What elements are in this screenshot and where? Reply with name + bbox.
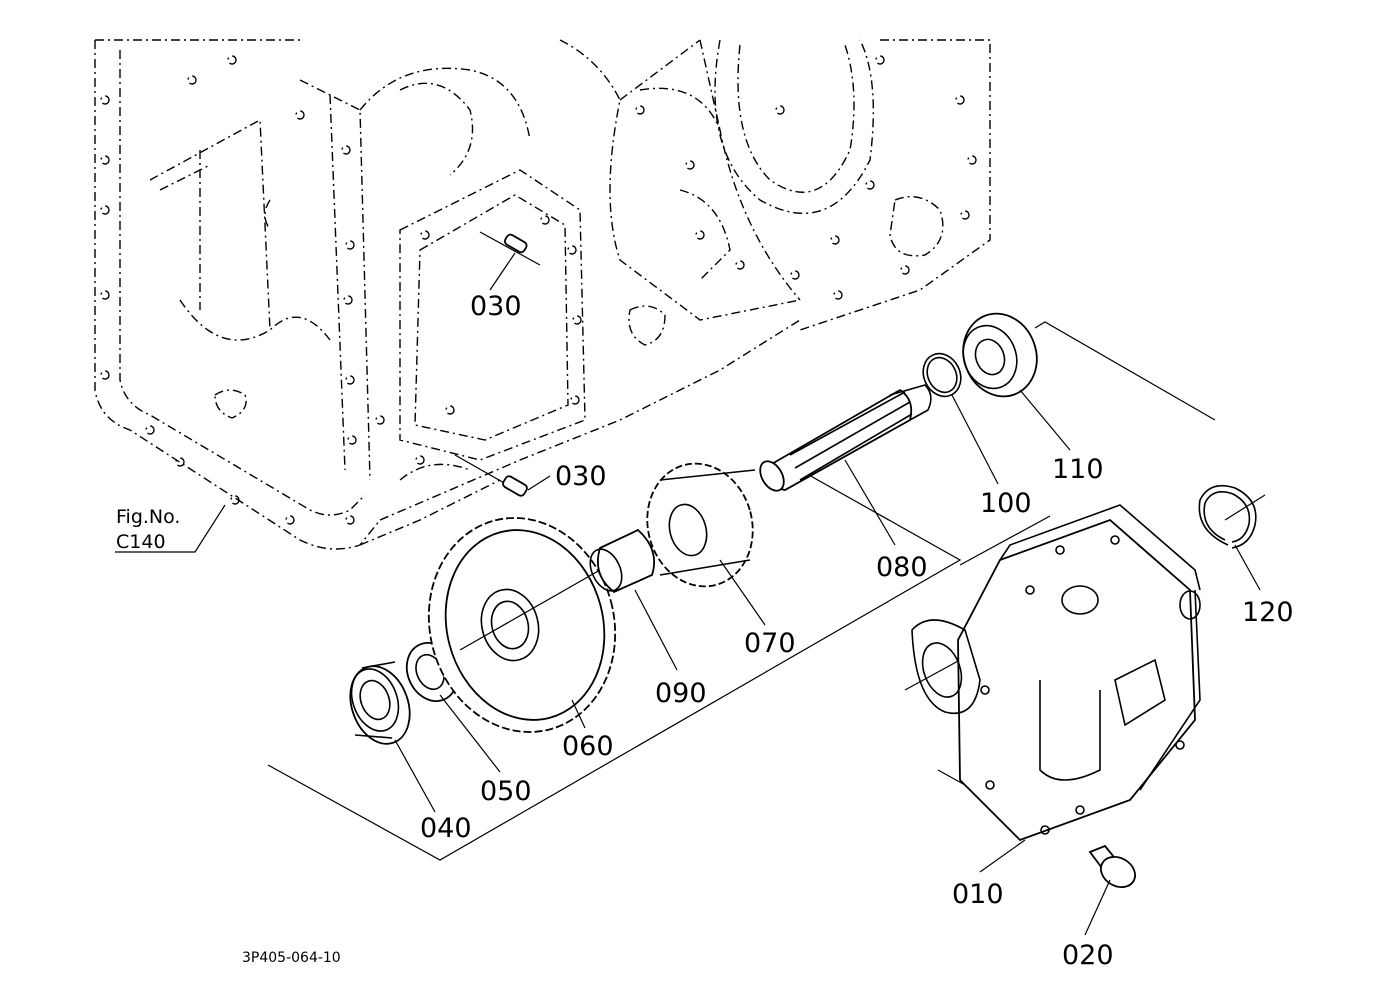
callout-040: 040 bbox=[420, 813, 472, 844]
callout-050: 050 bbox=[480, 776, 532, 807]
callout-010: 010 bbox=[952, 879, 1004, 910]
callout-100: 100 bbox=[980, 488, 1032, 519]
ball-bearing-110 bbox=[962, 312, 1038, 398]
callout-030-lower: 030 bbox=[555, 461, 607, 492]
collar-090 bbox=[589, 528, 656, 594]
callout-labels: 030 030 040 050 060 070 080 090 100 110 … bbox=[116, 291, 1294, 971]
transmission-case-outline bbox=[94, 39, 991, 550]
gear-070 bbox=[646, 462, 756, 588]
ref-fig-label: Fig.No. bbox=[116, 506, 180, 528]
snap-ring-100 bbox=[922, 352, 962, 398]
pin-030-lower bbox=[454, 454, 528, 497]
ball-bearing-040 bbox=[349, 661, 411, 745]
drawing-code: 3P405-064-10 bbox=[242, 950, 341, 966]
pin-030-upper bbox=[479, 231, 541, 266]
callout-020: 020 bbox=[1062, 940, 1114, 971]
gear-060 bbox=[427, 517, 617, 733]
snap-ring-120 bbox=[1198, 484, 1257, 549]
gear-housing-010 bbox=[911, 504, 1201, 842]
callout-120: 120 bbox=[1242, 597, 1294, 628]
callout-110: 110 bbox=[1052, 454, 1104, 485]
callout-070: 070 bbox=[744, 628, 796, 659]
callout-090: 090 bbox=[655, 678, 707, 709]
callout-080: 080 bbox=[876, 552, 928, 583]
drain-plug-020 bbox=[1088, 844, 1136, 888]
callout-060: 060 bbox=[562, 731, 614, 762]
callout-030-upper: 030 bbox=[470, 291, 522, 322]
assembly-bracket bbox=[267, 321, 1266, 861]
splined-shaft-080 bbox=[759, 384, 932, 492]
ref-fig-number: C140 bbox=[116, 531, 166, 553]
leader-lines bbox=[115, 252, 1261, 936]
